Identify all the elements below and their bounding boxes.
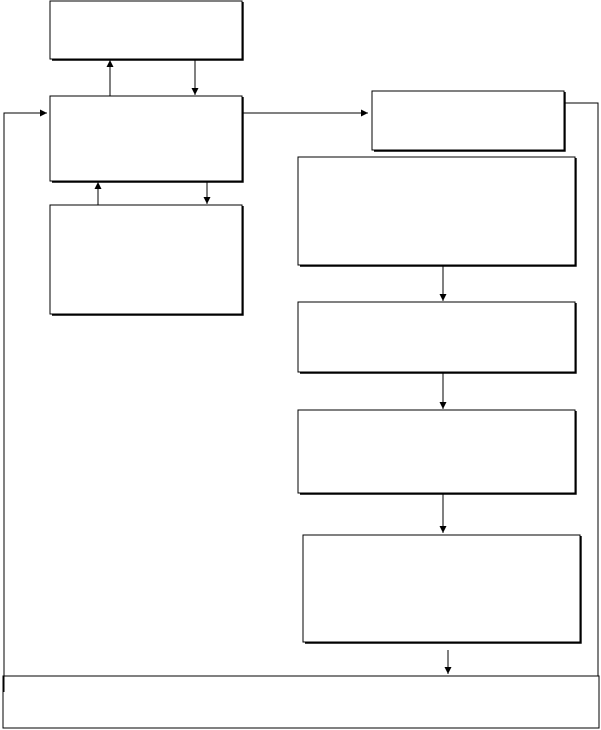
arrow-bottom-bar-to-mid-left	[3, 109, 47, 676]
box-right-top	[371, 90, 566, 152]
box-right-step-1	[297, 156, 577, 267]
box-right-step-2	[297, 301, 577, 374]
box-right-step-4	[302, 534, 582, 644]
connector-right-top-to-bottom-bar	[565, 102, 599, 676]
box-right-step-3	[297, 409, 577, 495]
box-mid-left	[49, 95, 244, 183]
box-top-left	[49, 0, 244, 61]
box-bottom-bar	[2, 675, 600, 729]
box-lower-left	[49, 204, 244, 316]
